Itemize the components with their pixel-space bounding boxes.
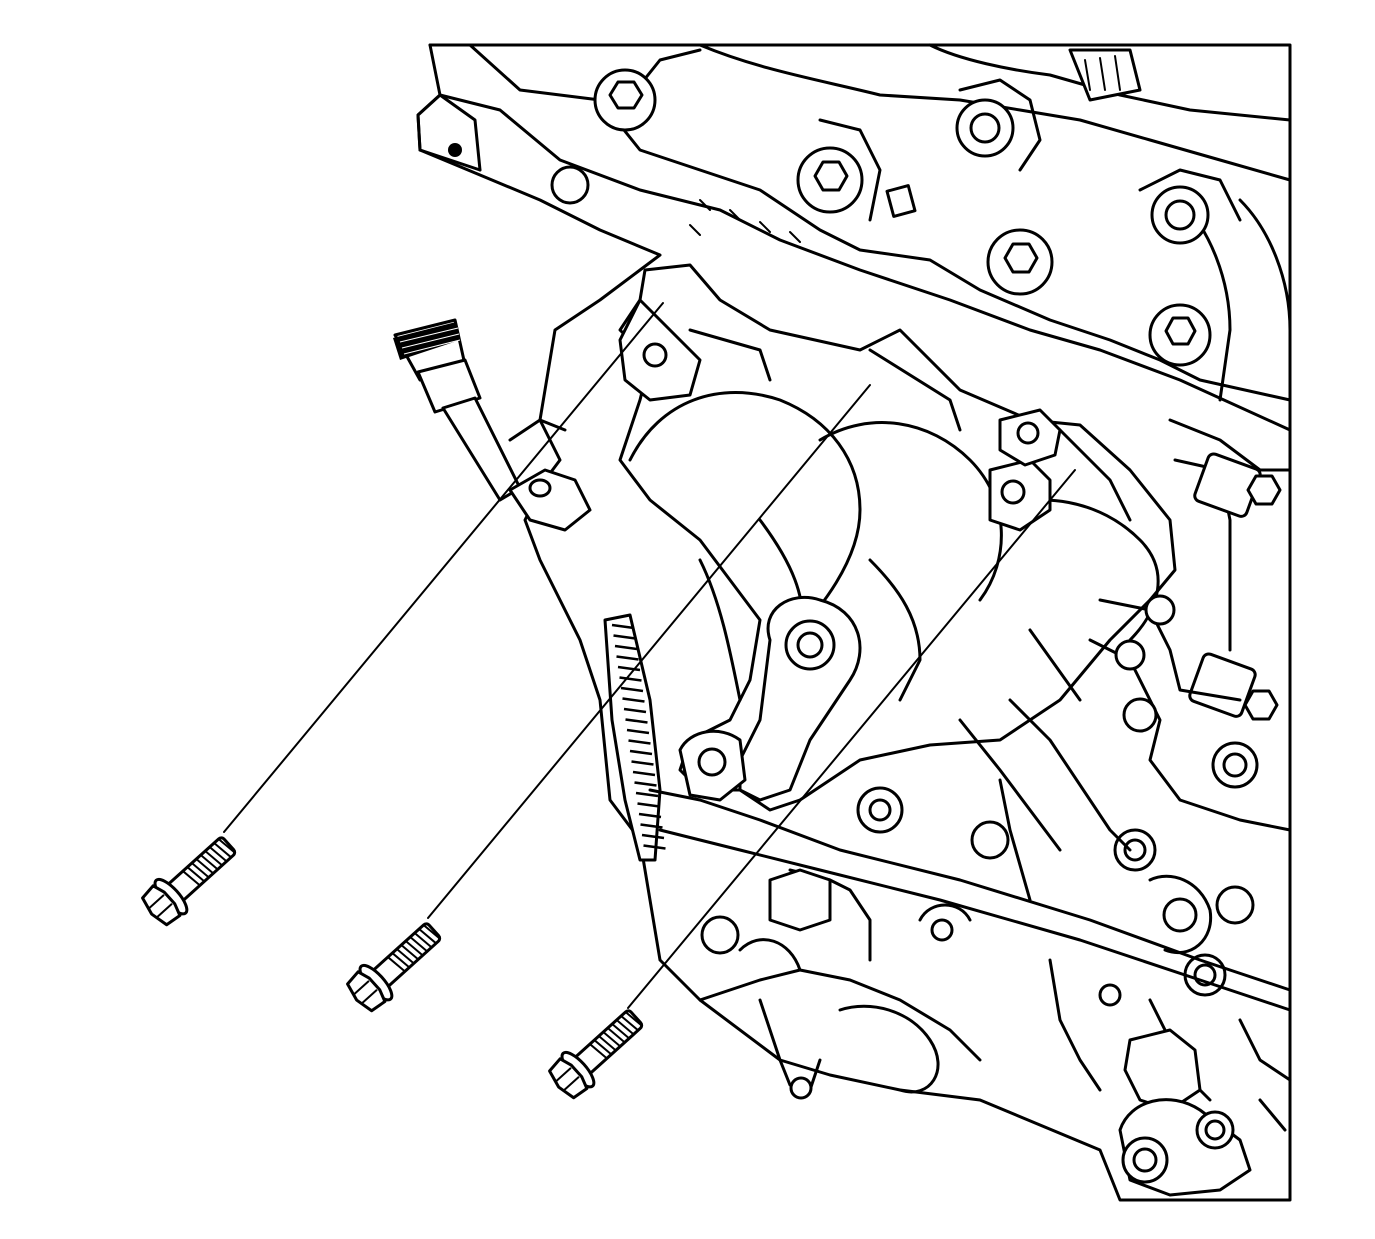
- gear-tooth: [643, 844, 666, 850]
- bolt-thread: [414, 932, 433, 949]
- bolt-hex-facet: [563, 1076, 580, 1091]
- bolt-hex-head: [346, 970, 387, 1013]
- timing-gear: [603, 613, 666, 862]
- leader-line-bolt-3: [627, 469, 1076, 1009]
- gear-tooth: [641, 833, 665, 840]
- head-bolt: [1148, 303, 1212, 367]
- bolt-thread: [217, 838, 237, 855]
- head-bolt: [986, 228, 1054, 296]
- head-plug: [550, 165, 590, 205]
- gear-tooth: [632, 770, 656, 777]
- bolt-thread: [607, 1027, 626, 1044]
- bolt-thread: [387, 956, 406, 973]
- leader-lines: [223, 302, 1076, 1009]
- gear-tooth: [628, 739, 651, 745]
- oil-pan-ear: [1118, 1098, 1252, 1197]
- bolt-hex-facet: [361, 989, 378, 1004]
- head-bolt: [796, 146, 864, 214]
- bolt-thread: [598, 1035, 617, 1052]
- block-bolt: [1193, 452, 1282, 518]
- gear-tooth: [614, 644, 638, 651]
- leader-line-bolt-2: [427, 384, 871, 919]
- gear-teeth: [611, 623, 666, 850]
- bolt-thread: [611, 1023, 630, 1040]
- gear-tooth: [613, 634, 636, 640]
- bolt-thread: [616, 1019, 635, 1036]
- manifold-flange-tab: [998, 408, 1062, 467]
- bolt-thread: [396, 948, 415, 965]
- bolt-hex-head: [141, 884, 182, 927]
- gear-tooth: [622, 697, 645, 703]
- bolt-thread: [589, 1043, 608, 1060]
- oil-indicator-grip: [393, 322, 461, 360]
- exhaust-manifold: [618, 263, 1177, 812]
- gear-tooth: [616, 655, 639, 661]
- manifold-mount-ear: [738, 595, 862, 802]
- block-right-side: [958, 418, 1292, 997]
- flange-bolt-1: [141, 836, 237, 927]
- flange-bolt-3: [548, 1009, 644, 1100]
- bolt-thread: [624, 1011, 644, 1028]
- gear-tooth: [623, 707, 647, 714]
- bolt-thread: [209, 846, 228, 863]
- bolt-thread: [391, 952, 410, 969]
- gear-tooth: [637, 802, 660, 808]
- bolt-thread: [422, 924, 442, 941]
- gear-tooth: [634, 781, 657, 787]
- bolt-thread: [191, 862, 210, 879]
- bolt-thread: [182, 870, 201, 887]
- flange-bolts: [141, 836, 644, 1100]
- head-plug: [1150, 185, 1210, 245]
- bolt-thread: [200, 854, 219, 871]
- manifold-flange-tab: [618, 298, 702, 402]
- gear-tooth: [631, 760, 654, 766]
- oil-level-indicator: [393, 318, 592, 532]
- bolt-thread: [620, 1015, 639, 1032]
- gear-tooth: [635, 791, 659, 798]
- bolt-thread: [186, 866, 205, 883]
- gear-tooth: [619, 676, 642, 682]
- flange-bolt-2: [346, 922, 442, 1013]
- bolt-thread: [405, 940, 424, 957]
- bolt-hex-facet: [555, 1067, 572, 1082]
- head-bolt-bosses: [550, 48, 1212, 367]
- bolt-hex-facet: [148, 894, 165, 909]
- bolt-thread: [418, 928, 437, 945]
- bolt-hex-head: [548, 1057, 589, 1100]
- bolt-hex-facet: [353, 980, 370, 995]
- head-plug: [955, 98, 1015, 158]
- gear-tooth: [617, 665, 641, 672]
- gear-tooth: [640, 823, 663, 829]
- cylinder-head: [416, 43, 1292, 432]
- gear-tooth: [611, 623, 635, 630]
- leader-line-bolt-1: [223, 302, 664, 833]
- gear-tooth: [638, 812, 662, 819]
- bolt-thread: [593, 1039, 612, 1056]
- head-bolt: [593, 68, 657, 132]
- bolt-hex-facet: [156, 903, 173, 918]
- electrical-connector: [1068, 48, 1142, 102]
- bolt-thread: [400, 944, 419, 961]
- gear-tooth: [626, 728, 650, 735]
- bolt-thread: [602, 1031, 621, 1048]
- bolt-thread: [213, 842, 232, 859]
- bolt-thread: [409, 936, 428, 953]
- bolt-thread: [204, 850, 223, 867]
- bolt-thread: [195, 858, 214, 875]
- gear-tooth: [625, 718, 648, 724]
- manifold-lower-tab: [678, 729, 747, 802]
- gear-tooth: [620, 686, 644, 693]
- block-lower: [648, 778, 1292, 1197]
- gear-tooth: [629, 749, 653, 756]
